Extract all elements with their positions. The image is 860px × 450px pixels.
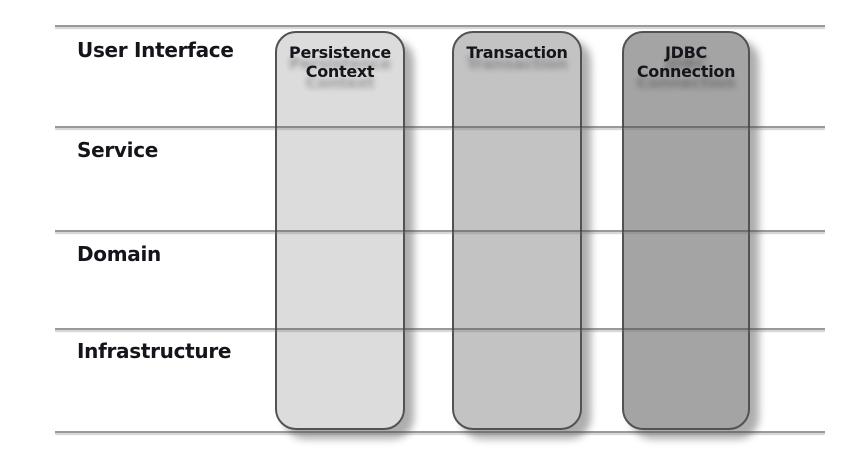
bar-label-persistence-context: Persistence Context xyxy=(289,43,391,82)
layer-label-domain: Domain xyxy=(77,242,161,266)
bar-label-jdbc-connection: JDBC Connection xyxy=(636,43,736,82)
bar-label-transaction: Transaction xyxy=(466,43,568,62)
separator-line-bottom xyxy=(55,431,825,433)
layer-label-infrastructure: Infrastructure xyxy=(77,339,232,363)
separator-line-top xyxy=(55,25,825,27)
separator-line-infrastructure xyxy=(55,328,825,330)
layer-label-user-interface: User Interface xyxy=(77,38,234,62)
separator-line-domain xyxy=(55,230,825,232)
layer-label-service: Service xyxy=(77,138,159,162)
separator-line-service xyxy=(55,126,825,128)
